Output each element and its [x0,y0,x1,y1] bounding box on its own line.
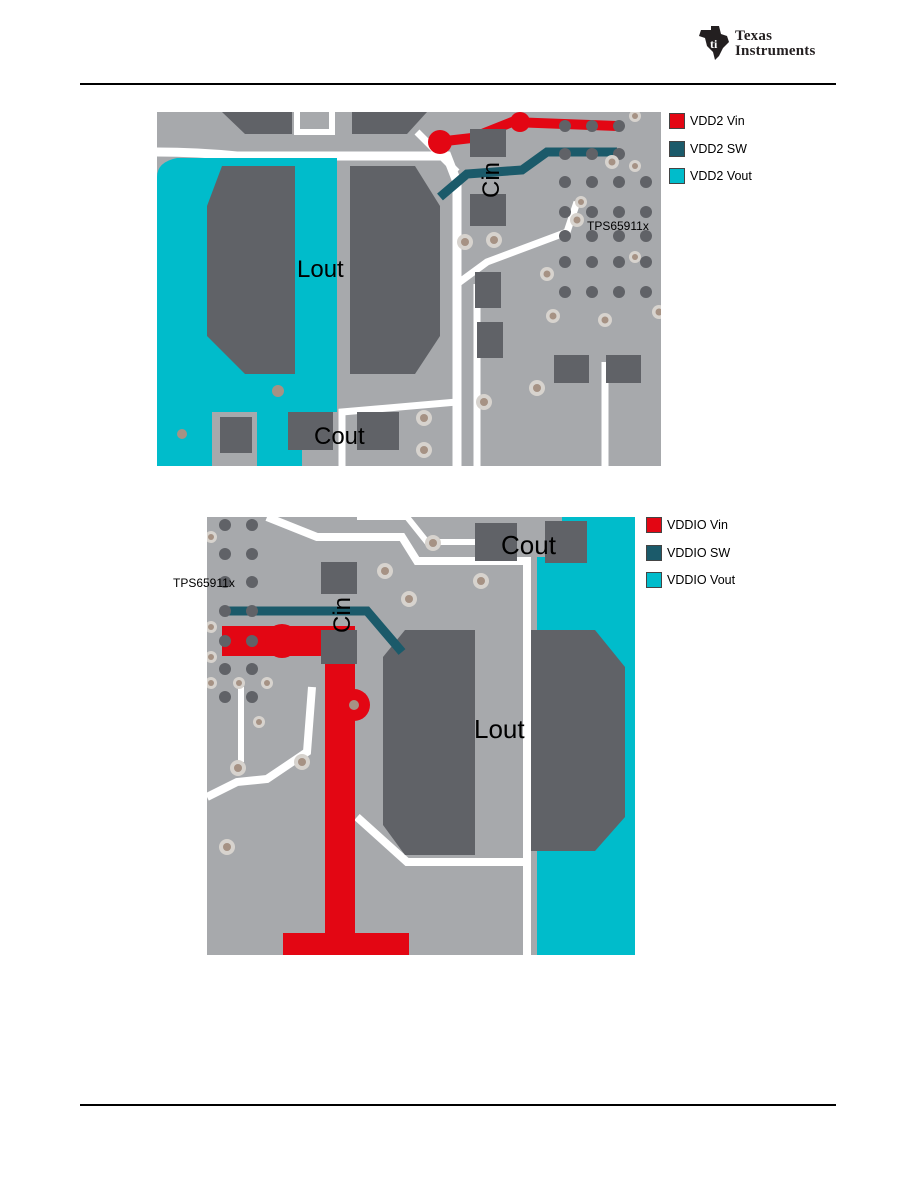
legend-item-vin: VDDIO Vin [646,516,735,534]
vddio-legend: VDDIO Vin VDDIO SW VDDIO Vout [646,516,735,599]
vddio-sw-trace [222,606,406,655]
cin-pad-top [321,562,357,594]
lout-pad-left [383,630,475,855]
legend-swatch [669,113,685,129]
legend-swatch [646,517,662,533]
legend-item-vout: VDD2 Vout [669,167,752,185]
cin-pad-bottom [470,194,506,226]
chip-label-1: TPS65911x [587,219,649,233]
ti-logo-icon: ti [699,26,729,60]
legend-item-vin: VDD2 Vin [669,112,752,130]
legend-label: VDDIO SW [667,545,731,560]
cout-label: Cout [314,423,365,450]
legend-swatch [646,544,662,561]
vdd2-layout-figure: Lout Cout Cin [157,112,661,466]
legend-swatch [669,168,685,184]
vddio-layout-figure: Lout Cout Cin [207,517,635,955]
vdd2-legend: VDD2 Vin VDD2 SW VDD2 Vout [669,112,752,195]
cin-label: Cin [329,597,356,633]
vddio-pcb-layout: Lout Cout Cin [207,517,635,955]
lout-label: Lout [474,714,525,744]
legend-item-sw: VDD2 SW [669,140,752,158]
chip-label-2: TPS65911x [173,576,235,590]
legend-swatch [646,572,662,588]
cout-pad [288,412,333,450]
legend-label: VDD2 SW [690,141,747,156]
cin-pad-top [470,129,506,157]
legend-label: VDDIO Vout [667,573,736,587]
header-rule [80,83,836,85]
legend-item-sw: VDDIO SW [646,544,735,562]
lout-pad-left [207,166,295,374]
legend-label: VDDIO Vin [667,518,728,532]
cin-label: Cin [478,162,505,198]
legend-label: VDD2 Vin [690,114,745,128]
lout-label: Lout [297,256,344,283]
logo-line-1: Texas [735,28,773,44]
footer-rule [80,1104,836,1106]
legend-label: VDD2 Vout [690,169,752,183]
logo-line-2: Instruments [735,43,816,59]
vdd2-pcb-layout: Lout Cout Cin [157,112,661,466]
cout-label: Cout [501,530,557,560]
svg-text:ti: ti [710,37,718,51]
ti-logo: ti [697,24,839,64]
cin-pad-bottom [321,630,357,664]
lout-pad-right [350,166,440,374]
cout-pad [475,523,517,561]
legend-item-vout: VDDIO Vout [646,571,735,589]
lout-pad-right [531,630,625,851]
legend-swatch [669,140,685,157]
